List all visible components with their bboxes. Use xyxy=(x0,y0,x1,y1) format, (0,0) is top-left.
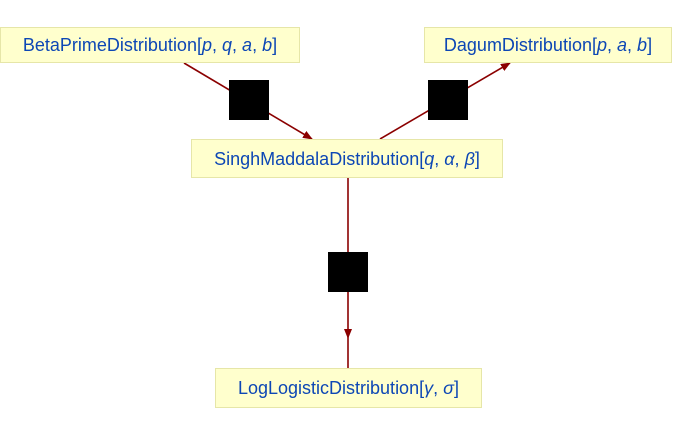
edge-label-block-singhmaddala-dagum xyxy=(428,80,468,120)
comma: , xyxy=(433,378,444,398)
comma: , xyxy=(454,148,465,169)
arg-b: b xyxy=(637,35,648,55)
comma: , xyxy=(607,35,618,55)
node-beta-prime-distribution[interactable]: BetaPrimeDistribution[p, q, a, b] xyxy=(0,27,300,63)
arg-gamma: γ xyxy=(424,378,434,398)
open-bracket: [ xyxy=(196,35,202,55)
open-bracket: [ xyxy=(591,35,597,55)
arg-beta: β xyxy=(464,148,475,169)
open-bracket: [ xyxy=(419,378,425,398)
arg-alpha: α xyxy=(444,148,455,169)
comma: , xyxy=(252,35,263,55)
arg-p: p xyxy=(201,35,212,55)
arg-q: q xyxy=(222,35,233,55)
arg-a: a xyxy=(242,35,253,55)
node-name: DagumDistribution xyxy=(443,35,592,55)
arg-a: a xyxy=(617,35,628,55)
comma: , xyxy=(434,148,445,169)
arg-q: q xyxy=(424,148,435,169)
edge-label-block-singhmaddala-loglogistic xyxy=(328,252,368,292)
close-bracket: ] xyxy=(474,148,480,169)
node-name: BetaPrimeDistribution xyxy=(22,35,197,55)
close-bracket: ] xyxy=(453,378,459,398)
close-bracket: ] xyxy=(272,35,278,55)
node-name: LogLogisticDistribution xyxy=(237,378,420,398)
comma: , xyxy=(232,35,243,55)
node-dagum-distribution[interactable]: DagumDistribution[p, a, b] xyxy=(424,27,672,63)
close-bracket: ] xyxy=(647,35,653,55)
arg-sigma: σ xyxy=(443,378,454,398)
open-bracket: [ xyxy=(419,148,425,169)
node-singh-maddala-distribution[interactable]: SinghMaddalaDistribution[q, α, β] xyxy=(191,139,503,178)
arg-p: p xyxy=(596,35,607,55)
node-name: SinghMaddalaDistribution xyxy=(214,148,420,169)
comma: , xyxy=(212,35,223,55)
node-log-logistic-distribution[interactable]: LogLogisticDistribution[γ, σ] xyxy=(215,368,482,408)
comma: , xyxy=(627,35,638,55)
arg-b: b xyxy=(262,35,273,55)
edge-label-block-betaprime-singhmaddala xyxy=(229,80,269,120)
